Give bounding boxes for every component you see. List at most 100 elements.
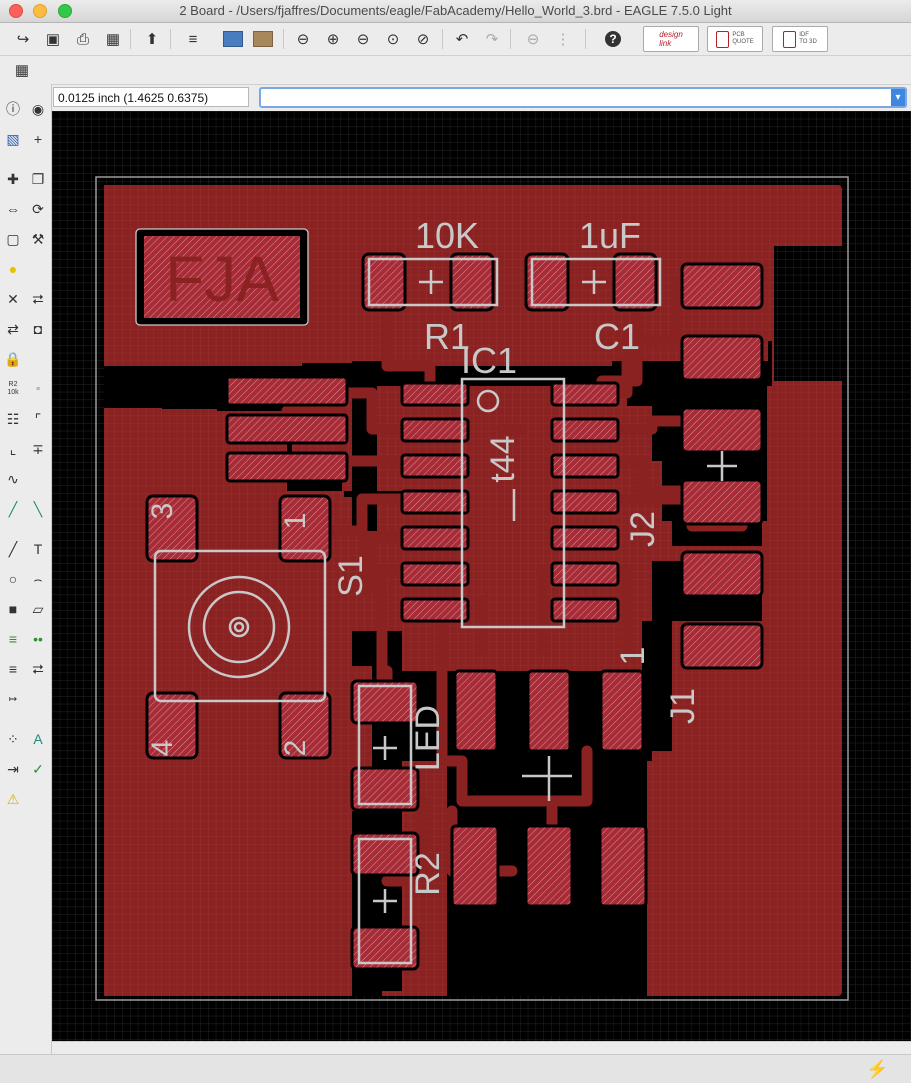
lock-icon[interactable]: 🔒 (4, 350, 22, 367)
polygon-icon[interactable]: ▱ (32, 600, 44, 617)
autorouter-icon[interactable]: A (33, 731, 43, 747)
redo-icon[interactable]: ↷ (485, 31, 499, 48)
pad-j1-b (526, 669, 572, 753)
pad-ic1-12 (550, 453, 620, 479)
signal-icon[interactable]: •• (33, 631, 43, 647)
stop-icon[interactable]: ⊖ (526, 31, 540, 48)
route-icon[interactable]: ╱ (8, 500, 18, 517)
pad-header-2 (225, 413, 349, 445)
lock-icon[interactable]: ◘ (33, 321, 43, 337)
chevron-down-icon[interactable]: ▾ (891, 89, 905, 106)
hole-icon[interactable]: ≡ (8, 661, 18, 677)
help-icon[interactable]: ? (602, 28, 624, 50)
pcb-icon (716, 30, 730, 48)
replace-icon[interactable]: ⇄ (7, 320, 19, 337)
zoom-out-icon[interactable]: ⊖ (356, 31, 370, 48)
value-icon[interactable]: ≡ (35, 385, 41, 393)
pad-c1-2 (612, 252, 658, 312)
scripts-icon[interactable]: ⬆ (145, 31, 159, 48)
info-icon[interactable]: ⓘ (6, 101, 20, 117)
pad-ic1-3 (400, 453, 470, 479)
pad-led-1 (350, 679, 420, 725)
zoom-in-icon[interactable]: ⊕ (326, 31, 340, 48)
window-titlebar: 2 Board - /Users/fjaffres/Documents/eagl… (0, 0, 911, 23)
zoom-fit-icon[interactable]: ⊖ (296, 31, 310, 48)
change-icon[interactable]: ⚒ (31, 230, 45, 247)
rect-icon[interactable]: ■ (8, 601, 18, 617)
window-controls (9, 4, 78, 23)
grid-icon[interactable]: ▦ (14, 62, 30, 79)
circle-icon[interactable]: ○ (8, 571, 18, 587)
pad-j2-1 (680, 262, 764, 310)
scr-icon[interactable] (222, 28, 244, 50)
close-window-button[interactable] (9, 4, 23, 18)
layers-icon[interactable]: ≡ (188, 30, 198, 48)
ripup-icon[interactable]: ╲ (33, 500, 43, 517)
display-icon[interactable]: ▧ (6, 130, 20, 147)
copy-icon[interactable]: ❐ (31, 170, 45, 187)
text-icon[interactable]: T (33, 541, 43, 557)
pad-ic1-13 (550, 417, 620, 443)
show-icon[interactable]: ◉ (31, 100, 45, 117)
wire-icon[interactable]: ╱ (8, 540, 18, 557)
add-icon[interactable]: ⮂ (32, 290, 44, 307)
pad-ic1-11 (550, 489, 620, 515)
smash-icon[interactable]: ☷ (6, 410, 20, 427)
split-icon[interactable]: ⌞ (9, 440, 17, 457)
print-icon[interactable]: ⎙ (76, 30, 89, 48)
zoom-window-button[interactable] (57, 4, 72, 18)
ratsnest-icon[interactable]: ⁘ (7, 730, 19, 747)
erc-icon[interactable]: ⇥ (7, 760, 19, 777)
go-icon[interactable]: ⋮ (555, 31, 571, 48)
status-bar (52, 1041, 911, 1055)
pad-j1-d (450, 824, 500, 908)
ulp-icon[interactable] (252, 28, 274, 50)
pad-ic1-6 (400, 561, 470, 587)
zoom-select-icon[interactable]: ⊘ (416, 31, 430, 48)
j1-name-label: J1 (664, 688, 702, 724)
zoom-redraw-icon[interactable]: ⊙ (386, 31, 400, 48)
via-icon[interactable]: ≡ (8, 631, 18, 647)
r1-value-label: 10K (415, 215, 479, 256)
parameter-toolbar: ▦ (0, 56, 911, 85)
rotate-icon[interactable]: ⟳ (32, 200, 44, 217)
pad-s1-4 (145, 691, 199, 760)
meander-icon[interactable]: ∿ (7, 470, 19, 487)
command-line-input[interactable]: ▾ (259, 87, 907, 108)
component-labels: 10K 1uF R1 C1 IC1 t44 S1 J2 J1 1 LED R2 … (146, 215, 702, 896)
pads (145, 252, 764, 971)
lightning-icon[interactable]: ⚡ (866, 1059, 889, 1079)
open-icon[interactable]: ↪ (16, 31, 30, 48)
delete-icon[interactable]: ✕ (7, 290, 19, 307)
drc-icon[interactable]: ✓ (32, 760, 44, 777)
j2-name-label: J2 (624, 511, 662, 547)
pad-j2-3 (680, 406, 764, 454)
move-icon[interactable]: ✚ (7, 170, 19, 187)
dimension-icon[interactable]: ↦ (8, 693, 18, 705)
mirror-icon[interactable]: ⇔ (6, 201, 20, 217)
attribute-icon[interactable]: ⮂ (32, 660, 44, 677)
c1-name-label: C1 (594, 316, 640, 357)
miter-icon[interactable]: ⌜ (34, 410, 42, 427)
paste-icon[interactable]: ● (8, 261, 18, 277)
toolbar-divider (130, 29, 131, 49)
toolbar-divider (170, 29, 171, 49)
undo-icon[interactable]: ↶ (455, 31, 469, 48)
s1-pin3-label: 3 (146, 503, 179, 520)
cam-icon[interactable]: ▦ (105, 31, 121, 48)
save-icon[interactable]: ▣ (45, 31, 61, 48)
board-canvas[interactable]: FJA (52, 111, 911, 1041)
board-outline (95, 176, 849, 1001)
minimize-window-button[interactable] (33, 4, 48, 18)
arc-icon[interactable]: ⌢ (33, 570, 43, 587)
pad-s1-3 (145, 494, 199, 563)
group-icon[interactable]: ▢ (6, 230, 20, 247)
optimize-icon[interactable]: ∓ (32, 440, 44, 457)
errors-icon[interactable]: ⚠ (6, 790, 20, 807)
mark-icon[interactable]: + (33, 131, 43, 147)
pad-j1-f (598, 824, 648, 908)
